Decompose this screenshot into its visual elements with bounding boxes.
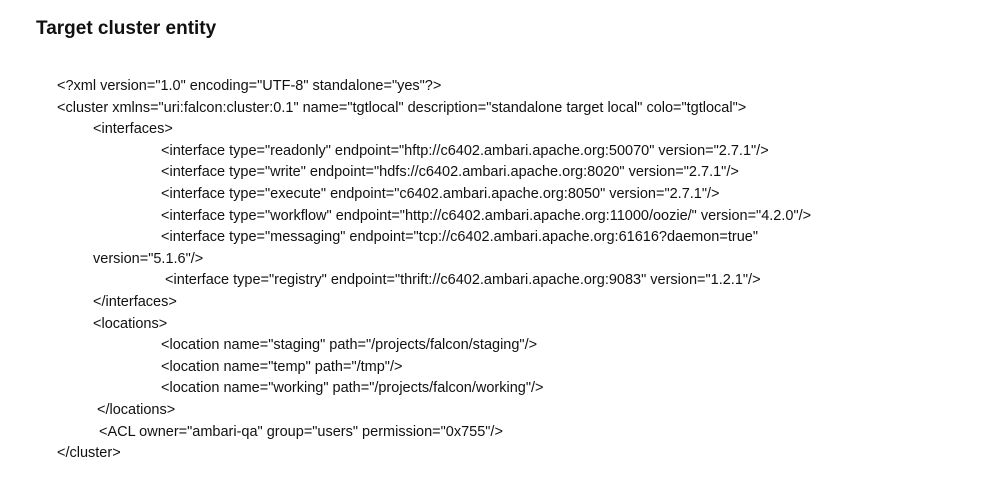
xml-line: <interface type="registry" endpoint="thr… (165, 272, 761, 289)
xml-line: <ACL owner="ambari-qa" group="users" per… (99, 423, 503, 440)
xml-line: version="5.1.6"/> (93, 250, 204, 267)
xml-line: <interface type="write" endpoint="hdfs:/… (161, 164, 739, 181)
xml-line: <interface type="workflow" endpoint="htt… (161, 207, 812, 224)
xml-line: </cluster> (57, 445, 121, 462)
xml-line: <location name="working" path="/projects… (161, 380, 544, 397)
page-title: Target cluster entity (36, 18, 217, 39)
xml-line: </interfaces> (93, 293, 177, 310)
xml-line: <locations> (93, 315, 168, 332)
xml-line: <cluster xmlns="uri:falcon:cluster:0.1" … (57, 99, 747, 116)
xml-line: <location name="temp" path="/tmp"/> (161, 358, 403, 375)
xml-line: <?xml version="1.0" encoding="UTF-8" sta… (57, 78, 442, 94)
xml-line: <interfaces> (93, 121, 173, 138)
xml-line: <interface type="readonly" endpoint="hft… (161, 142, 769, 159)
xml-line: <interface type="messaging" endpoint="tc… (161, 229, 758, 246)
xml-line: <location name="staging" path="/projects… (161, 337, 538, 354)
xml-code-block: <?xml version="1.0" encoding="UTF-8" sta… (57, 76, 992, 465)
xml-line: <interface type="execute" endpoint="c640… (161, 185, 720, 202)
xml-line: </locations> (97, 401, 176, 418)
